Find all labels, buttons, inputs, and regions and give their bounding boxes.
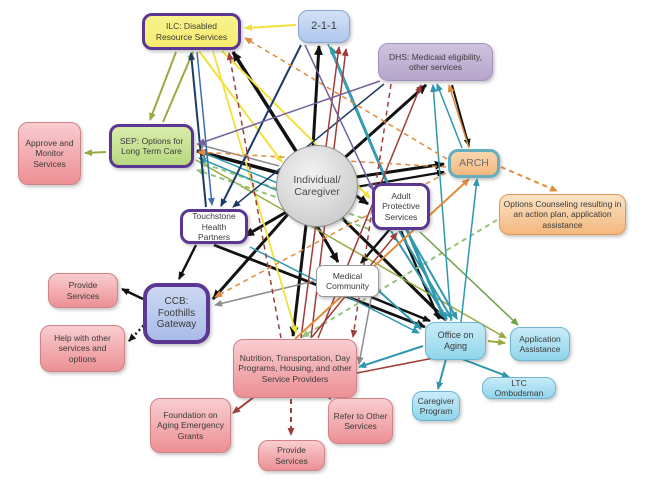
node-ilc-disabled-resource-services: ILC: Disabled Resource Services <box>142 13 241 50</box>
edge-arrow <box>447 84 470 149</box>
edge-arrow <box>220 44 302 207</box>
node-label: Medical Community <box>326 270 369 291</box>
edge-arrow <box>419 231 519 326</box>
edge-arrow <box>370 295 431 323</box>
node-label: CCB: Foothills Gateway <box>156 295 197 331</box>
edge-arrow <box>327 43 444 318</box>
edge-arrow <box>232 396 255 414</box>
edge-arrow <box>197 148 447 168</box>
edge-arrow <box>355 160 445 179</box>
node-medical-community: Medical Community <box>316 265 379 297</box>
edge-arrow <box>128 321 148 342</box>
edge-arrow <box>121 287 144 301</box>
node-refer-to-other-services: Refer to Other Services <box>328 398 393 444</box>
node-application-assistance: Application Assistance <box>510 327 570 361</box>
node-label: Provide Services <box>275 445 308 466</box>
edge-arrow <box>244 209 289 238</box>
node-ltc-ombudsman: LTC Ombudsman <box>482 377 556 399</box>
node-label: ARCH <box>459 157 489 170</box>
node-label: Office on Aging <box>437 330 474 351</box>
edge-arrow <box>340 83 427 163</box>
node-label: Individual/ Caregiver <box>293 173 341 198</box>
edge-arrow <box>214 280 315 307</box>
node-label: Provide Services <box>66 280 100 301</box>
edge-arrow <box>162 51 194 123</box>
edge-arrow <box>487 338 506 346</box>
edge-arrow <box>354 193 369 206</box>
node-individual-caregiver: Individual/ Caregiver <box>276 145 358 227</box>
node-label: Options Counseling resulting in an actio… <box>503 199 622 230</box>
node-label: Application Assistance <box>519 333 561 354</box>
node-office-on-aging: Office on Aging <box>425 322 486 360</box>
edge-arrow <box>460 178 480 323</box>
edge-arrow <box>196 148 280 175</box>
node-sep-options-long-term-care: SEP: Options for Long Term Care <box>109 124 194 168</box>
node-touchstone-health-partners: Touchstone Health Partners <box>180 209 248 244</box>
edge-arrow <box>226 52 282 339</box>
node-label: Help with other services and options <box>54 333 111 364</box>
node-label: Approve and Monitor Services <box>25 138 74 169</box>
edge-arrow <box>311 45 323 148</box>
node-label: 2-1-1 <box>311 20 337 33</box>
node-adult-protective-services: Adult Protective Services <box>372 183 430 230</box>
edge-arrow <box>244 24 297 32</box>
edge-arrow <box>339 215 448 322</box>
edge-arrow <box>461 358 510 378</box>
edge-arrow <box>451 84 471 147</box>
node-options-counseling: Options Counseling resulting in an actio… <box>499 194 626 235</box>
node-help-with-other-services: Help with other services and options <box>40 325 125 372</box>
edge-arrow <box>244 37 448 160</box>
node-nutrition-transportation-providers: Nutrition, Transportation, Day Programs,… <box>233 339 357 398</box>
node-two-one-one: 2-1-1 <box>298 10 350 43</box>
edge-arrow <box>84 149 107 157</box>
edge-arrow <box>198 50 283 163</box>
node-label: Caregiver Program <box>417 395 455 416</box>
edge-arrow <box>196 51 215 206</box>
node-provide-services-bottom: Provide Services <box>258 440 325 471</box>
edge-arrow <box>195 159 507 339</box>
edge-arrow <box>500 166 558 192</box>
edge-arrow <box>358 345 424 369</box>
node-label: Foundation on Aging Emergency Grants <box>156 410 225 441</box>
edge-arrow <box>304 44 374 191</box>
node-label: ILC: Disabled Resource Services <box>155 21 228 42</box>
edge-arrow <box>289 224 308 337</box>
node-label: DHS: Medicaid eligibility, other service… <box>389 51 482 72</box>
edge-arrow <box>188 52 207 208</box>
node-label: Touchstone Health Partners <box>192 211 236 242</box>
node-caregiver-program: Caregiver Program <box>412 391 460 421</box>
node-label: SEP: Options for Long Term Care <box>119 135 184 156</box>
node-dhs-medicaid-eligibility: DHS: Medicaid eligibility, other service… <box>378 43 493 81</box>
edge-arrow <box>436 358 447 390</box>
node-label: Refer to Other Services <box>333 410 388 431</box>
node-approve-and-monitor-services: Approve and Monitor Services <box>18 122 81 185</box>
edge-arrow <box>231 51 303 160</box>
node-ccb-foothills-gateway: CCB: Foothills Gateway <box>143 283 210 344</box>
edge-arrow <box>356 298 372 365</box>
node-label: LTC Ombudsman <box>494 377 544 398</box>
edge-arrow <box>177 244 198 280</box>
node-foundation-on-aging-grants: Foundation on Aging Emergency Grants <box>150 398 231 453</box>
node-arch: ARCH <box>448 149 500 178</box>
node-label: Adult Protective Services <box>382 191 420 222</box>
node-label: Nutrition, Transportation, Day Programs,… <box>238 353 352 384</box>
edge-arrow <box>294 178 470 340</box>
edge-arrow <box>378 290 422 330</box>
edge-arrow <box>214 172 447 298</box>
edge-arrow <box>301 219 498 338</box>
node-provide-services-left: Provide Services <box>48 273 118 308</box>
edge-arrow <box>211 212 291 300</box>
edge-arrow <box>197 80 381 146</box>
edge-arrow <box>406 230 458 320</box>
edge-arrow <box>149 51 177 121</box>
edge-arrow <box>436 83 463 149</box>
